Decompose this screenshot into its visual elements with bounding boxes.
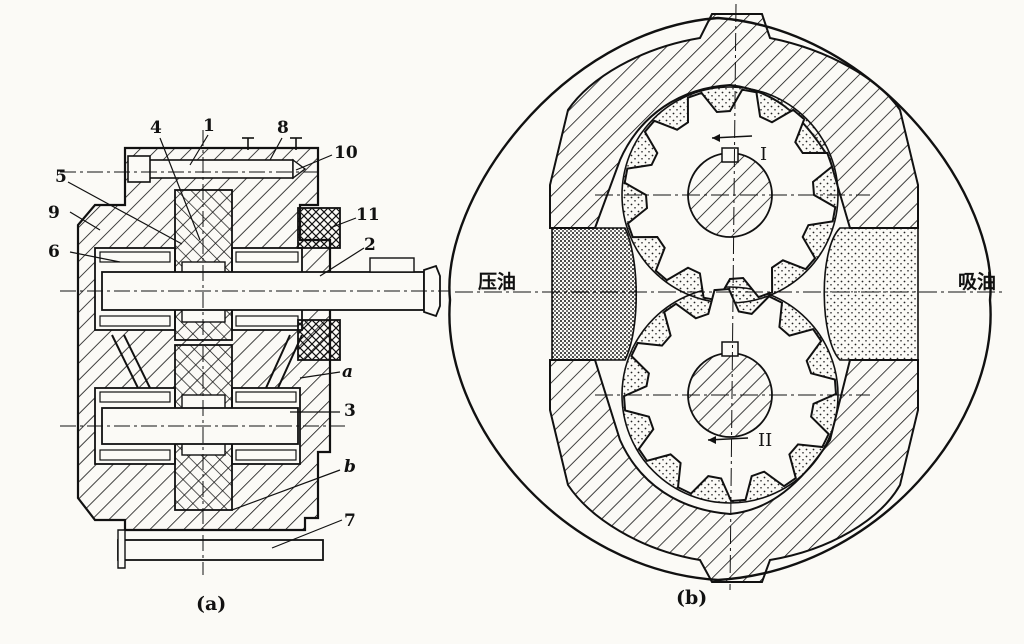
caption-b: (b): [676, 587, 707, 609]
drive-gear-hub: [687, 152, 773, 238]
label-2: 2: [364, 235, 376, 255]
label-6: 6: [48, 242, 60, 262]
label-11: 11: [356, 205, 380, 225]
label-10: 10: [334, 143, 358, 163]
suction-label[interactable]: 吸油: [958, 271, 996, 293]
label-3: 3: [344, 401, 356, 421]
label-9: 9: [48, 203, 60, 223]
label-7: 7: [344, 511, 356, 531]
dowel-pin: [117, 539, 324, 561]
pump-housing-b: [549, 13, 919, 229]
caption-a: (a): [196, 593, 226, 615]
through-bolt: [144, 159, 294, 179]
discharge-chamber: [551, 227, 638, 361]
label-a: a: [342, 362, 353, 382]
discharge-label[interactable]: 压油: [478, 271, 516, 293]
gear-I-label: I: [760, 144, 767, 165]
label-b: b: [344, 457, 356, 477]
suction-chamber: [823, 227, 919, 361]
figure-a-section-view: 4 1 8 10 5 9 6 11 2 a 3 b 7 (a): [48, 116, 460, 615]
shaft-seal: [297, 207, 341, 249]
label-4: 4: [150, 118, 162, 138]
gear-II-label: II: [758, 430, 772, 451]
label-1: 1: [203, 116, 215, 136]
figure-b-cross-section: I II 压油 吸油 (b): [448, 3, 1005, 609]
label-5: 5: [55, 167, 67, 187]
driven-gear-hub: [687, 352, 773, 438]
label-8: 8: [277, 118, 289, 138]
